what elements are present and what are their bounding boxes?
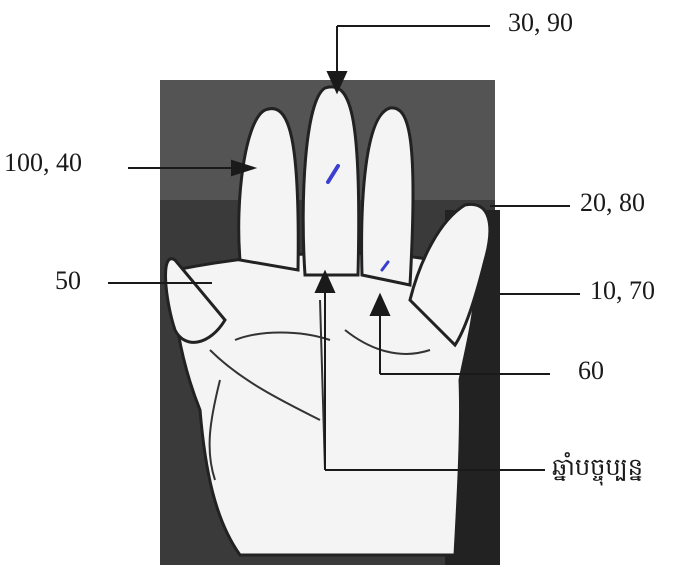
label-center-right: 60 — [578, 358, 604, 384]
label-top-middle: 30, 90 — [508, 10, 573, 36]
label-right-ring: 20, 80 — [580, 190, 645, 216]
label-left-index: 100, 40 — [4, 150, 82, 176]
label-right-pinky: 10, 70 — [590, 278, 655, 304]
label-bottom-right: ឆ្នាំបច្ចុប្បន្ន — [552, 455, 643, 479]
label-left-palm: 50 — [55, 268, 81, 294]
